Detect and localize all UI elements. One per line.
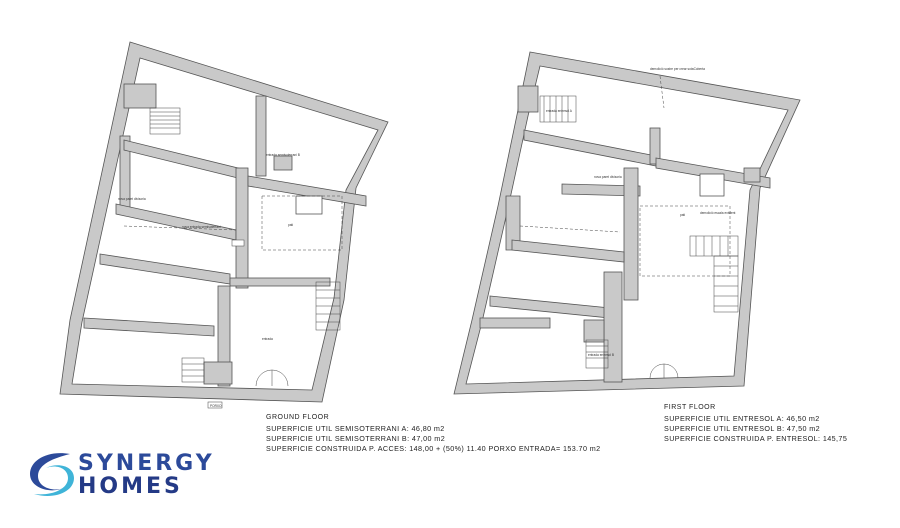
ground-floor-details <box>123 107 343 409</box>
ground-stair-right <box>315 281 341 331</box>
ground-door-arc <box>271 369 289 387</box>
ground-stair-top <box>149 107 181 135</box>
ground-floor-labels: entrada semisoterrani B nova paret divis… <box>118 153 300 408</box>
logo-wordmark-bottom: HOMES <box>78 474 183 499</box>
ground-porch-tag <box>207 401 223 409</box>
ground-door-arc <box>255 369 273 387</box>
first-door-arc <box>649 363 665 379</box>
first-label: demolició escala existent <box>700 211 736 215</box>
ground-label: PORXO <box>210 404 222 408</box>
first-wall <box>649 127 661 165</box>
first-floor-caption: FIRST FLOOR SUPERFICIE UTIL ENTRESOL A: … <box>664 404 847 444</box>
ground-floor-line: SUPERFICIE UTIL SEMISOTERRANI B: 47,00 m… <box>266 434 446 443</box>
ground-wall <box>123 83 157 109</box>
ground-floor-title: GROUND FLOOR <box>266 414 330 421</box>
first-wall <box>583 319 605 343</box>
ground-floor-plan <box>59 41 389 403</box>
first-floor-labels: demolició sostre per crear sotaCoberta e… <box>546 67 736 357</box>
first-wall <box>517 85 539 113</box>
first-floor-plan <box>453 51 801 395</box>
first-wall <box>561 183 641 197</box>
first-wall <box>489 295 611 319</box>
ground-wall <box>247 175 367 207</box>
first-stair-top <box>539 95 577 123</box>
ground-label: entrada semisoterrani B <box>266 153 300 157</box>
first-floor-details <box>519 75 739 379</box>
ground-floor-line: SUPERFICIE CONSTRUIDA P. ACCES: 148,00 +… <box>266 444 601 453</box>
ground-label: nova entrada semisoterrani <box>182 225 221 229</box>
first-wall <box>743 167 761 183</box>
first-stair-lower <box>585 339 609 369</box>
first-door-arc <box>663 363 679 379</box>
ground-floor-caption: GROUND FLOOR SUPERFICIE UTIL SEMISOTERRA… <box>266 414 601 454</box>
ground-wall <box>235 167 249 289</box>
ground-wall <box>123 139 247 181</box>
first-label: entrada entresol B <box>588 353 614 357</box>
logo-wordmark-top: SYNERGY <box>78 451 215 476</box>
ground-dashed-line <box>123 225 237 231</box>
ground-wall <box>203 361 233 385</box>
ground-label: entrada <box>262 337 273 341</box>
ground-label: pati <box>288 223 293 227</box>
first-dashed-line <box>519 225 621 233</box>
first-outer-wall <box>453 51 801 395</box>
ground-wall <box>115 203 237 241</box>
first-label: entrada entresol A <box>546 109 573 113</box>
first-wall <box>479 317 551 329</box>
ground-wall <box>295 195 323 215</box>
first-dashed-line <box>659 75 665 109</box>
ground-wall <box>83 317 215 337</box>
ground-tag <box>231 239 245 247</box>
first-wall <box>623 167 639 301</box>
ground-wall <box>255 95 267 177</box>
first-patio-outline <box>639 205 731 277</box>
first-wall <box>523 129 657 167</box>
first-label: pati <box>680 213 685 217</box>
first-wall <box>511 239 625 263</box>
ground-outer-wall <box>59 41 389 403</box>
first-wall <box>655 157 771 189</box>
ground-wall <box>229 277 331 287</box>
ground-wall <box>217 285 231 387</box>
first-label: nova paret divisoria <box>594 175 622 179</box>
logo-swoosh-outer <box>30 453 70 491</box>
ground-label: nova paret divisoria <box>118 197 146 201</box>
ground-stair-bottom <box>181 357 205 383</box>
first-floor-title: FIRST FLOOR <box>664 404 716 411</box>
ground-patio-outline <box>261 195 343 251</box>
first-wall <box>603 271 623 383</box>
logo-swoosh-inner <box>34 465 74 497</box>
first-floor-line: SUPERFICIE UTIL ENTRESOL A: 46,50 m2 <box>664 414 820 423</box>
first-wall <box>699 173 725 197</box>
first-floor-line: SUPERFICIE CONSTRUIDA P. ENTRESOL: 145,7… <box>664 434 848 443</box>
first-stair-main <box>689 235 739 313</box>
ground-floor-line: SUPERFICIE UTIL SEMISOTERRANI A: 46,80 m… <box>266 424 445 433</box>
ground-wall <box>99 253 231 285</box>
ground-wall <box>273 155 293 171</box>
first-label: demolició sostre per crear sotaCoberta <box>650 67 705 71</box>
first-floor-line: SUPERFICIE UTIL ENTRESOL B: 47,50 m2 <box>664 424 821 433</box>
synergy-homes-logo-icon <box>30 453 74 497</box>
